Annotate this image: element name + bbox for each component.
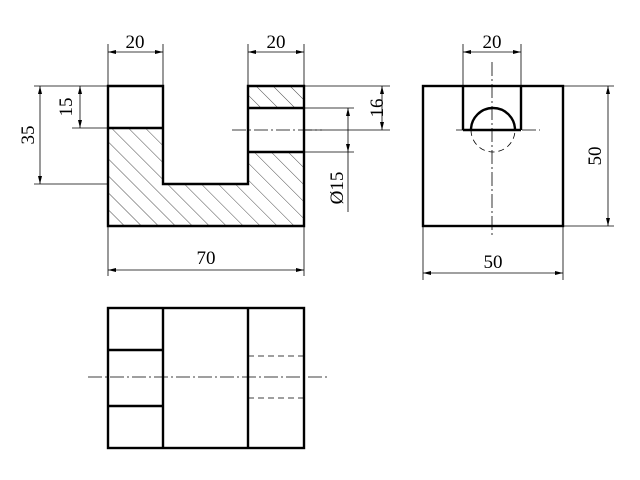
front-view-hatch-top-right: [248, 86, 304, 108]
front-view-dimensions: 20 20 15 35 16 Ø15: [18, 32, 390, 276]
dim-hole-diameter: Ø15: [327, 172, 348, 205]
dim-left-total-height: 35: [18, 126, 39, 145]
side-view-outline: [421, 84, 565, 228]
dim-top-right-width: 20: [267, 32, 286, 53]
top-view-outline: [106, 306, 306, 450]
side-view-dimensions: 20 50 50: [422, 32, 614, 280]
top-view: [88, 306, 328, 450]
side-view-hole-hidden-arc: [470, 129, 516, 153]
dim-top-left-width: 20: [126, 32, 145, 53]
dim-front-total-width: 70: [197, 248, 216, 269]
dim-side-width: 50: [484, 252, 503, 273]
dim-right-slot-depth: 16: [367, 99, 388, 118]
dim-left-slot-depth: 15: [56, 98, 77, 117]
dim-side-height: 50: [585, 147, 606, 166]
front-view-hatch-main: [108, 128, 304, 226]
side-view-hole-visible-arc: [469, 106, 517, 131]
side-view: [421, 62, 565, 238]
front-view: [106, 84, 322, 228]
dim-side-slot-width: 20: [483, 32, 502, 53]
